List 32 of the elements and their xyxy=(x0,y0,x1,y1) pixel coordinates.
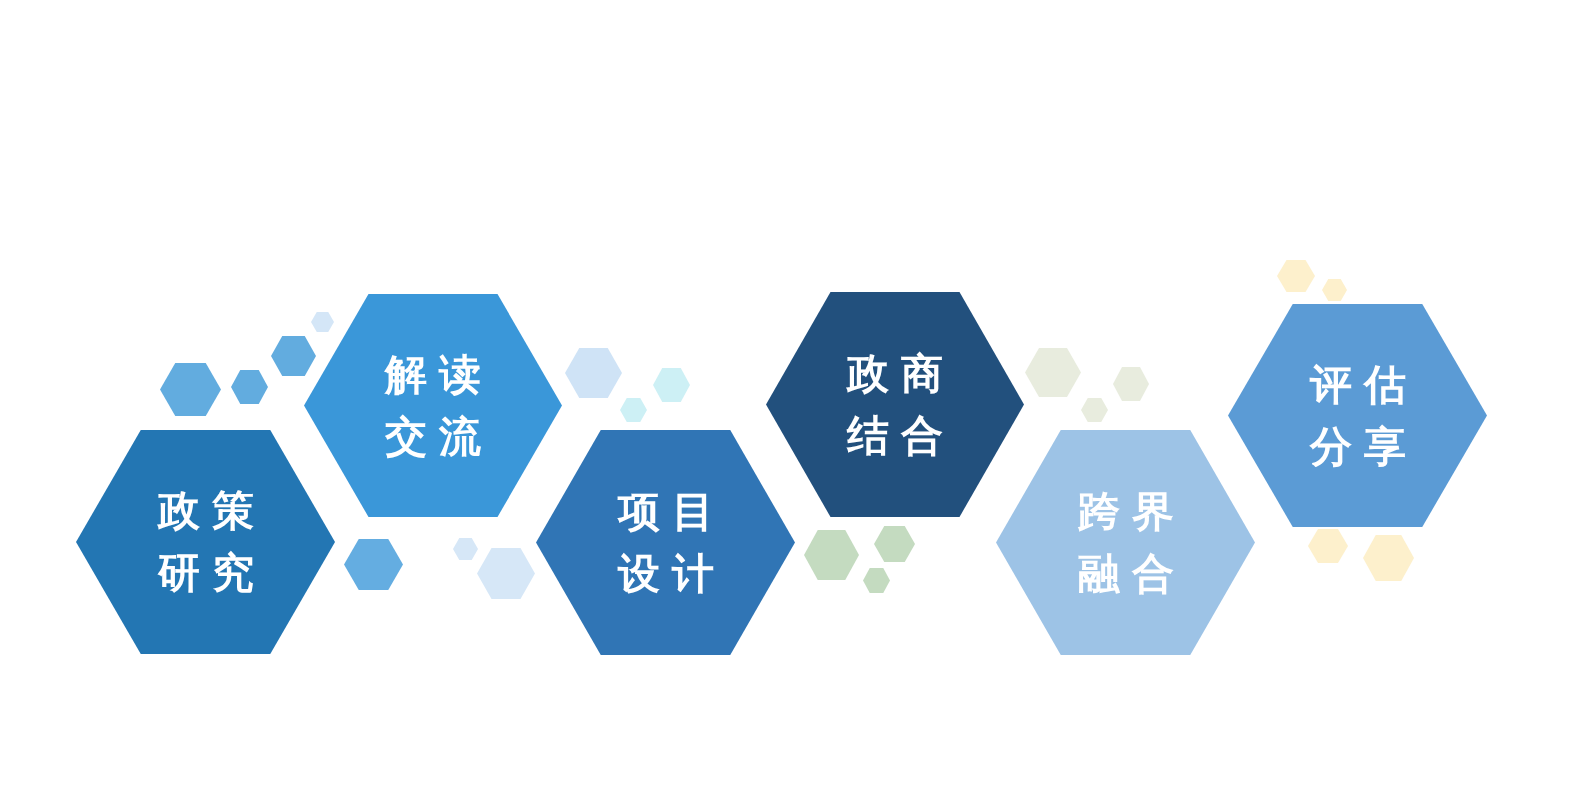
small-hexagon xyxy=(1362,535,1414,581)
small-hexagon xyxy=(477,547,535,599)
hexagon-node xyxy=(996,430,1255,655)
hexagon-node xyxy=(76,430,335,654)
node-label: 政商结合 xyxy=(847,347,943,462)
small-hexagon xyxy=(873,526,915,562)
hexagon-node xyxy=(304,294,562,517)
small-hexagon xyxy=(1080,398,1108,422)
hexagon-node xyxy=(1228,304,1487,527)
node-label: 项目设计 xyxy=(617,485,714,600)
small-hexagon xyxy=(564,348,622,398)
small-hexagon xyxy=(159,362,221,416)
small-hexagon xyxy=(1025,347,1081,397)
node-label: 解读交流 xyxy=(385,348,481,463)
small-hexagon xyxy=(1113,367,1149,401)
small-hexagon xyxy=(1277,260,1315,292)
small-hexagon xyxy=(1308,529,1348,563)
small-hexagon xyxy=(343,538,403,590)
small-hexagon xyxy=(230,370,268,404)
small-hexagon xyxy=(652,368,690,402)
small-hexagon xyxy=(452,538,478,560)
small-hexagon xyxy=(310,312,334,332)
small-hexagon xyxy=(270,336,316,376)
small-hexagon xyxy=(619,398,647,422)
node-label: 跨界融合 xyxy=(1077,485,1174,600)
node-label: 评估分享 xyxy=(1309,358,1406,473)
small-hexagon xyxy=(803,530,859,580)
hexagon-node xyxy=(766,292,1024,517)
small-hexagon xyxy=(862,567,890,593)
small-hexagon xyxy=(1321,279,1347,301)
node-label: 政策研究 xyxy=(157,485,254,599)
hexagon-node xyxy=(536,430,795,655)
